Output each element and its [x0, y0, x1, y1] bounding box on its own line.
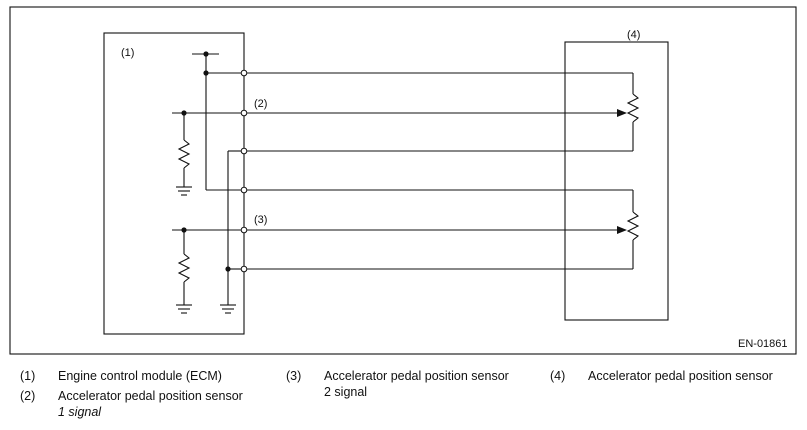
- ecm-resistor-2: [177, 253, 191, 283]
- legend-label: Accelerator pedal position sensor: [588, 369, 773, 383]
- legend-number: (2): [20, 389, 36, 403]
- ecm-resistor-1: [177, 139, 191, 169]
- wiring-diagram: (1) (2) (3) (4) EN-01861: [9, 6, 797, 355]
- legend-number: (3): [286, 369, 302, 383]
- callout-sensor: (4): [627, 29, 640, 41]
- terminal: [240, 147, 248, 155]
- callout-signal-1: (2): [254, 98, 267, 110]
- terminal: [240, 109, 248, 117]
- legend-number: (4): [550, 369, 566, 383]
- terminal: [240, 186, 248, 194]
- legend-label-line-2: 1 signal: [58, 405, 102, 419]
- legend-number: (1): [20, 369, 36, 383]
- legend-label-line-2: 2 signal: [324, 385, 368, 399]
- sensor-1-potentiometer: [626, 93, 640, 123]
- sensor-box: [564, 41, 669, 321]
- diagram-frame: [9, 6, 797, 355]
- legend-label: Accelerator pedal position sensor: [58, 389, 243, 403]
- terminal: [240, 265, 248, 273]
- terminal: [240, 226, 248, 234]
- sensor-2-potentiometer: [626, 211, 640, 241]
- legend-label: Accelerator pedal position sensor: [324, 369, 509, 383]
- callout-ecm: (1): [121, 47, 134, 59]
- callout-signal-2: (3): [254, 214, 267, 226]
- terminal: [240, 69, 248, 77]
- ecm-box: [103, 32, 245, 335]
- legend-label: Engine control module (ECM): [58, 369, 222, 383]
- diagram-code: EN-01861: [738, 338, 788, 350]
